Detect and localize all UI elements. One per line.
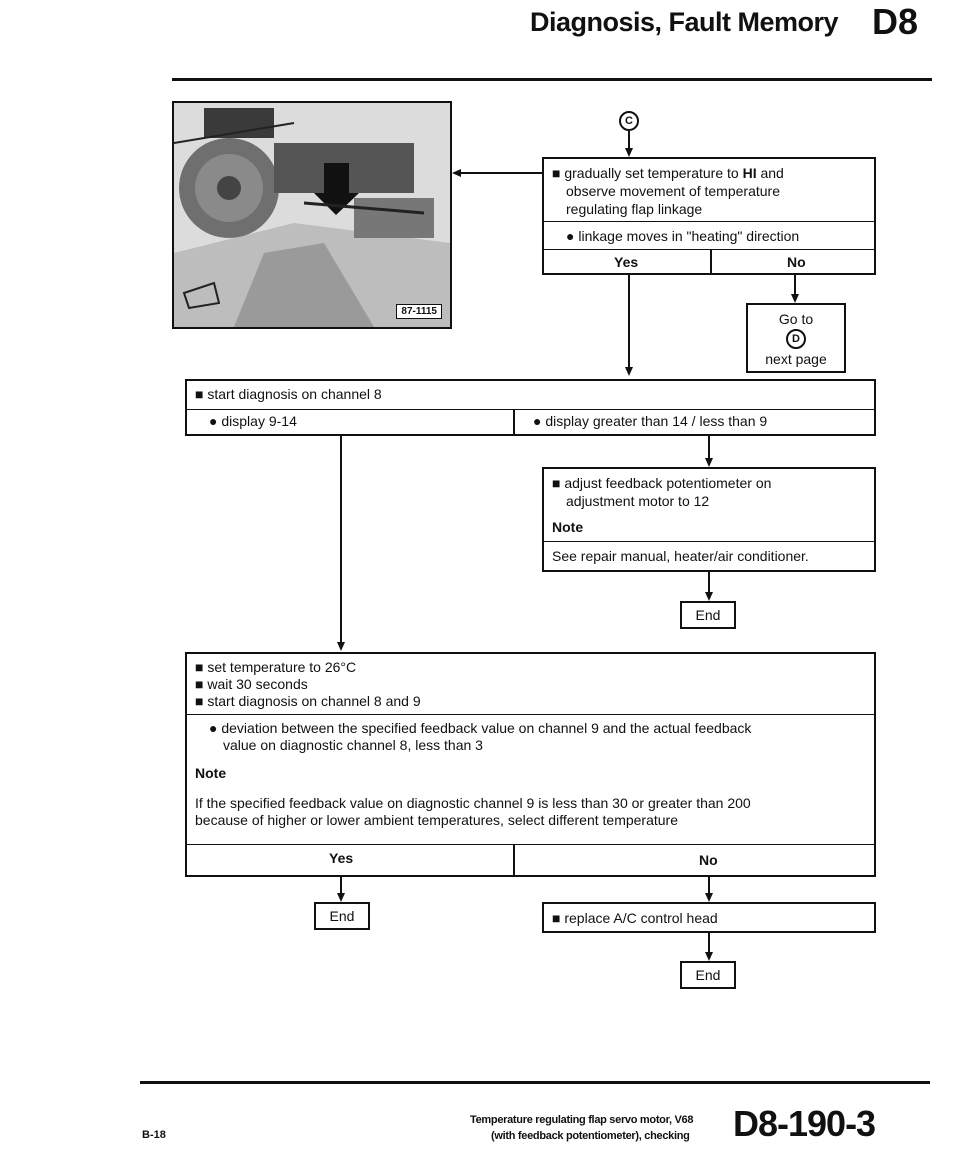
footer-rule xyxy=(140,1081,930,1084)
connector-right xyxy=(708,436,710,460)
step-c-yes: Yes xyxy=(614,254,639,270)
arrowhead-right xyxy=(705,458,713,467)
component-photo: 87-1115 xyxy=(172,101,452,329)
page-title: Diagnosis, Fault Memory xyxy=(530,7,839,37)
replace-text: ■ replace A/C control head xyxy=(552,910,718,926)
arrowhead-adjust-end xyxy=(705,592,713,601)
section-code: D8 xyxy=(872,1,919,42)
goto-line1: Go to xyxy=(778,311,814,327)
final-no: No xyxy=(699,852,718,868)
adjust-note-text: See repair manual, heater/air conditione… xyxy=(552,548,809,564)
channel-8-right: ● display greater than 14 / less than 9 xyxy=(533,413,768,429)
header-rule xyxy=(172,78,932,81)
final-item3: ■ start diagnosis on channel 8 and 9 xyxy=(195,693,421,709)
final-step-box: ■ set temperature to 26°C ■ wait 30 seco… xyxy=(185,652,876,877)
step-c-box: ■ gradually set temperature to HI and ob… xyxy=(542,157,876,275)
photo-connector xyxy=(460,172,542,174)
adjust-line2: adjustment motor to 12 xyxy=(566,493,710,509)
final-condition-line2: value on diagnostic channel 8, less than… xyxy=(223,737,483,753)
step-c-line1: ■ gradually set temperature to HI and xyxy=(552,165,784,181)
adjust-line1: ■ adjust feedback potentiometer on xyxy=(552,475,772,491)
connector-final-no xyxy=(708,877,710,895)
step-c-line3: regulating flap linkage xyxy=(566,201,703,217)
arrowhead-c-no xyxy=(791,294,799,303)
marker-c: C xyxy=(619,111,639,131)
connector-c-no xyxy=(794,275,796,296)
final-note-line1: If the specified feedback value on diagn… xyxy=(195,795,751,811)
goto-d-box: Go to D next page xyxy=(746,303,846,373)
final-item2: ■ wait 30 seconds xyxy=(195,676,308,692)
goto-line2: next page xyxy=(765,351,827,367)
final-yes: Yes xyxy=(329,850,354,866)
replace-box: ■ replace A/C control head xyxy=(542,902,876,933)
end-box-no: End xyxy=(680,961,736,989)
end-box-yes: End xyxy=(314,902,370,930)
channel-8-box: ■ start diagnosis on channel 8 ● display… xyxy=(185,379,876,436)
step-c-line2: observe movement of temperature xyxy=(566,183,780,199)
footer-caption-line2: (with feedback potentiometer), checking xyxy=(491,1130,690,1142)
marker-d: D xyxy=(786,329,806,349)
connector-c xyxy=(628,131,630,151)
footer-page-ref: B-18 xyxy=(142,1129,166,1141)
arrowhead-c xyxy=(625,148,633,157)
step-c-no: No xyxy=(787,254,806,270)
adjust-note-label: Note xyxy=(552,519,584,535)
connector-c-yes xyxy=(628,275,630,369)
arrowhead-left xyxy=(337,642,345,651)
channel-8-left: ● display 9-14 xyxy=(209,413,297,429)
step-c-condition: ● linkage moves in "heating" direction xyxy=(566,228,800,244)
arrowhead-c-yes xyxy=(625,367,633,376)
connector-adjust-end xyxy=(708,572,710,594)
final-item1: ■ set temperature to 26°C xyxy=(195,659,357,675)
final-condition-line1: ● deviation between the specified feedba… xyxy=(209,720,752,736)
final-note-line2: because of higher or lower ambient tempe… xyxy=(195,812,678,828)
bullet-square: ■ xyxy=(552,165,565,181)
servo-motor-illustration xyxy=(174,103,450,327)
end-box-adjust: End xyxy=(680,601,736,629)
channel-8-title: ■ start diagnosis on channel 8 xyxy=(195,386,382,402)
photo-arrowhead xyxy=(452,169,461,177)
connector-replace-end xyxy=(708,933,710,954)
final-note-label: Note xyxy=(195,765,227,781)
adjust-box: ■ adjust feedback potentiometer on adjus… xyxy=(542,467,876,572)
connector-final-yes xyxy=(340,877,342,895)
footer-code: D8-190-3 xyxy=(733,1103,876,1144)
connector-left xyxy=(340,436,342,644)
footer-caption-line1: Temperature regulating flap servo motor,… xyxy=(470,1114,694,1126)
arrowhead-final-yes xyxy=(337,893,345,902)
arrowhead-final-no xyxy=(705,893,713,902)
photo-label: 87-1115 xyxy=(396,304,442,319)
arrowhead-replace-end xyxy=(705,952,713,961)
